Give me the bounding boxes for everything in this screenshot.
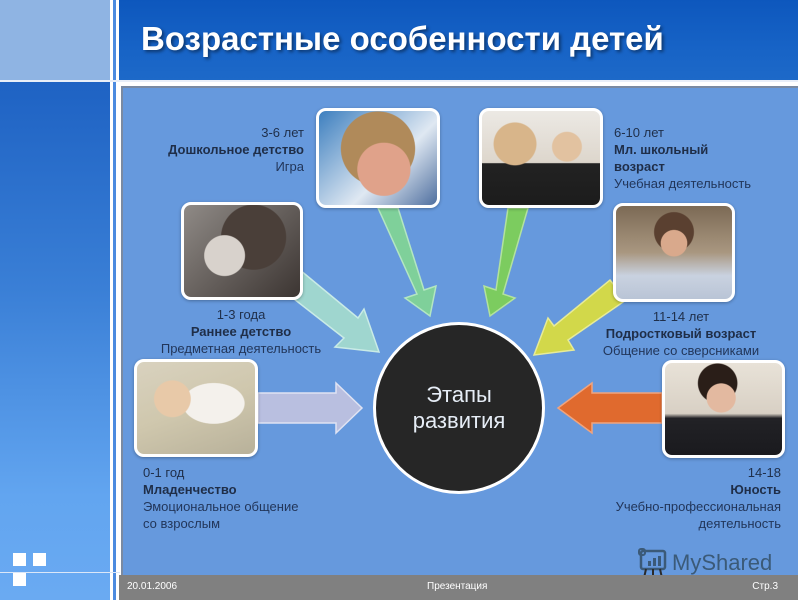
stage-youth-text: 14-18 Юность Учебно-профессиональная дея… [570, 464, 781, 532]
stage-early-childhood-text: 1-3 года Раннее детство Предметная деяте… [132, 306, 350, 357]
arrow-adolescence-icon [532, 278, 628, 356]
stage-activity: Эмоциональное общение [143, 499, 299, 514]
stage-primary-school-text: 6-10 лет Мл. школьный возраст Учебная де… [614, 124, 794, 192]
stage-activity: Учебно-профессиональная [615, 499, 781, 514]
slide-title: Возрастные особенности детей [141, 20, 664, 57]
schoolchildren-desk-photo [479, 108, 603, 208]
stage-age: 14-18 [747, 465, 781, 480]
stage-activity: Общение со сверсниками [602, 343, 760, 358]
stage-name: Дошкольное детство [168, 142, 304, 157]
slide-header: Возрастные особенности детей [119, 0, 798, 80]
baby-crawling-photo [134, 359, 258, 457]
arrow-infancy-icon [257, 381, 364, 435]
toddler-profile-photo [181, 202, 303, 300]
sidebar-top-block [0, 0, 110, 80]
myshared-watermark: MyShared [638, 547, 772, 579]
stage-age: 1-3 года [216, 307, 266, 322]
footer-date: 20.01.2006 [127, 581, 178, 592]
stage-name: возраст [614, 159, 665, 174]
slide-footer: 20.01.2006 Презентация Стр.3 [119, 575, 798, 600]
center-hub: Этапы развития [373, 322, 545, 494]
divider-line [116, 0, 119, 600]
stage-name: Юность [730, 482, 781, 497]
divider-strip [113, 0, 116, 600]
stage-activity: деятельность [698, 516, 781, 531]
footer-page-number: Стр.3 [752, 581, 778, 592]
stage-name: Мл. школьный [614, 142, 709, 157]
stage-activity: со взрослым [143, 516, 221, 531]
hub-label-line2: развития [412, 408, 506, 433]
teen-boy-photo [662, 360, 785, 458]
footer-title: Презентация [427, 581, 488, 592]
stage-age: 6-10 лет [614, 125, 664, 140]
stage-name: Младенчество [143, 482, 237, 497]
stage-age: 3-6 лет [261, 125, 304, 140]
stage-adolescence-text: 11-14 лет Подростковый возраст Общение с… [578, 308, 784, 359]
stage-name: Раннее детство [190, 324, 292, 339]
stage-activity: Игра [275, 159, 304, 174]
smiling-boy-classroom-photo [613, 203, 735, 302]
header-divider [0, 80, 798, 82]
sidebar-divider [0, 572, 120, 573]
arrow-primary-school-icon [483, 207, 529, 318]
stage-activity: Учебная деятельность [614, 176, 752, 191]
arrow-preschool-icon [376, 207, 437, 318]
hub-label-line1: Этапы [426, 382, 492, 407]
divider-line [110, 0, 113, 600]
stage-name: Подростковый возраст [605, 326, 757, 341]
arrow-youth-icon [556, 381, 663, 435]
watermark-text: MyShared [672, 550, 773, 575]
stage-infancy-text: 0-1 год Младенчество Эмоциональное общен… [143, 464, 353, 532]
stage-age: 11-14 лет [652, 309, 710, 324]
stage-activity: Предметная деятельность [160, 341, 322, 356]
laughing-child-photo [316, 108, 440, 208]
sidebar-gradient [0, 81, 110, 600]
stage-age: 0-1 год [143, 465, 185, 480]
stage-preschool-text: 3-6 лет Дошкольное детство Игра [128, 124, 304, 175]
